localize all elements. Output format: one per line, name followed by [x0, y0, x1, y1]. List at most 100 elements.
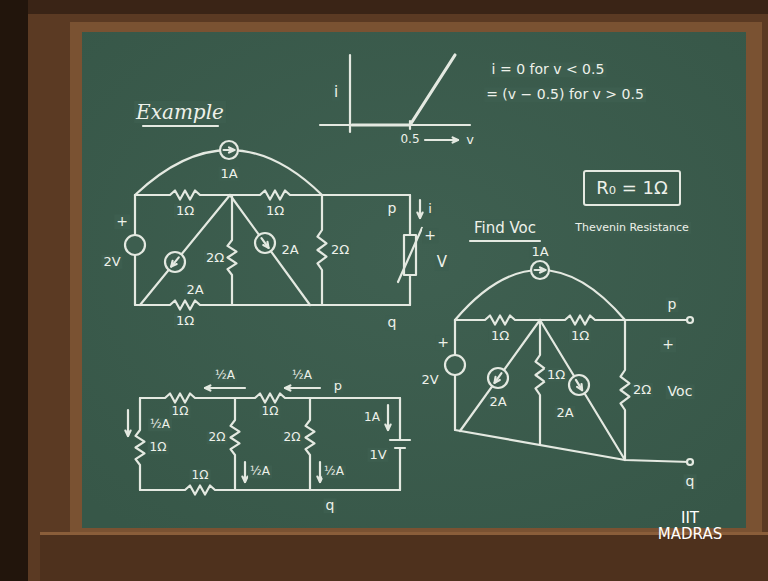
current-source-symbol: [488, 368, 508, 388]
chalk-label: ½A: [290, 369, 314, 382]
wire: [140, 394, 400, 403]
chalk-label: 2Ω: [207, 431, 228, 444]
wire: [455, 316, 690, 325]
current-arrow: [205, 385, 210, 390]
chalk-label: +: [660, 337, 676, 352]
current-arrow: [417, 213, 422, 218]
chalk-label: Thevenin Resistance: [573, 222, 691, 234]
frame-top: [28, 0, 768, 14]
current-arrow: [242, 477, 247, 482]
chalk-label: 1Ω: [260, 405, 281, 418]
chalk-label: 1V: [367, 448, 388, 462]
chalk-label: i = 0 for v < 0.5: [490, 62, 607, 77]
chalk-label: 1Ω: [545, 368, 567, 382]
chalk-label: +: [422, 228, 438, 243]
wire: [230, 195, 310, 305]
chalk-label: Voc: [666, 384, 695, 399]
chalk-label: ½A: [322, 465, 346, 478]
source-arrow: [495, 377, 500, 383]
heading-underline: [470, 240, 540, 242]
chalk-label: 1Ω: [170, 405, 191, 418]
chalk-label: q: [386, 315, 399, 330]
board-heading: Example: [134, 101, 226, 123]
chalk-label: 1Ω: [489, 329, 511, 343]
graph-axis: [349, 55, 351, 132]
axis-arrow: [425, 139, 458, 141]
current-arrow: [385, 425, 390, 430]
source-arrow: [540, 267, 545, 272]
chalk-label: = (v − 0.5) for v > 0.5: [484, 87, 646, 102]
terminal-dot: [687, 459, 693, 465]
chalk-label: 2A: [184, 283, 205, 297]
chalk-label: 2Ω: [204, 251, 226, 265]
chalk-label: 2A: [487, 395, 508, 409]
chalk-label: i: [426, 202, 434, 216]
chalk-label: v: [464, 133, 476, 147]
chalk-label: 2A: [279, 243, 300, 257]
chalk-label: p: [666, 297, 679, 312]
boxed-result: R₀ = 1Ω: [583, 170, 680, 206]
chalk-label: 2V: [419, 373, 440, 387]
chalkboard: [82, 32, 746, 528]
graph-tick: [409, 121, 411, 129]
source-arrow: [171, 261, 176, 267]
wire: [306, 398, 315, 490]
wood-frame: [28, 0, 768, 581]
chalk-label: 2Ω: [631, 383, 653, 397]
wire: [460, 320, 540, 431]
current-source-symbol: [569, 375, 589, 395]
wire: [135, 191, 410, 200]
chalk-label: 1Ω: [264, 204, 286, 218]
axis-arrow: [453, 137, 458, 142]
wire: [536, 320, 545, 445]
chalk-label: Find Voc: [472, 220, 538, 237]
nonlinear-element-symbol: [398, 228, 422, 282]
current-source-symbol: [220, 141, 238, 159]
source-arrow: [263, 242, 268, 248]
wire: [135, 301, 410, 310]
current-source-symbol: [255, 233, 275, 253]
chalk-label: 2V: [101, 255, 122, 269]
wire: [318, 195, 327, 305]
battery-symbol: [390, 439, 410, 441]
title-underline: [143, 125, 218, 127]
chalk-label: 2Ω: [282, 431, 303, 444]
source-arrow: [495, 373, 502, 383]
terminal-dot: [687, 317, 693, 323]
chalk-label: V: [435, 254, 449, 271]
chalk-label: 1Ω: [190, 469, 211, 482]
wire: [621, 320, 630, 460]
wire: [455, 430, 690, 462]
current-arrow: [285, 387, 320, 389]
result-text: R₀ = 1Ω: [596, 178, 667, 198]
chalk-label: 1Ω: [174, 314, 196, 328]
frame-bevel: [70, 22, 762, 536]
current-arrow: [205, 387, 245, 389]
chalk-label: p: [386, 201, 399, 216]
source-arrow: [261, 238, 268, 248]
chalk-label: q: [324, 498, 337, 513]
chalk-label: 2Ω: [329, 243, 351, 257]
chalk-label: 1Ω: [148, 441, 169, 454]
chalk-drawing: [125, 55, 693, 495]
chalk-label: 1A: [218, 167, 239, 181]
chalk-label: 0.5: [398, 133, 421, 146]
wire: [399, 398, 401, 440]
chalk-label: p: [332, 379, 344, 393]
watermark: IIT MADRAS: [653, 511, 727, 543]
wire: [140, 195, 230, 305]
current-source-symbol: [165, 252, 185, 272]
chalk-label: 1Ω: [174, 204, 196, 218]
wire: [136, 398, 145, 490]
chalk-label: 1A: [529, 245, 550, 259]
chalk-label: 2A: [554, 406, 575, 420]
wire: [399, 448, 401, 490]
current-arrow: [125, 431, 130, 436]
chalk-label: q: [684, 474, 697, 489]
wire: [140, 486, 400, 495]
wire: [540, 320, 625, 460]
